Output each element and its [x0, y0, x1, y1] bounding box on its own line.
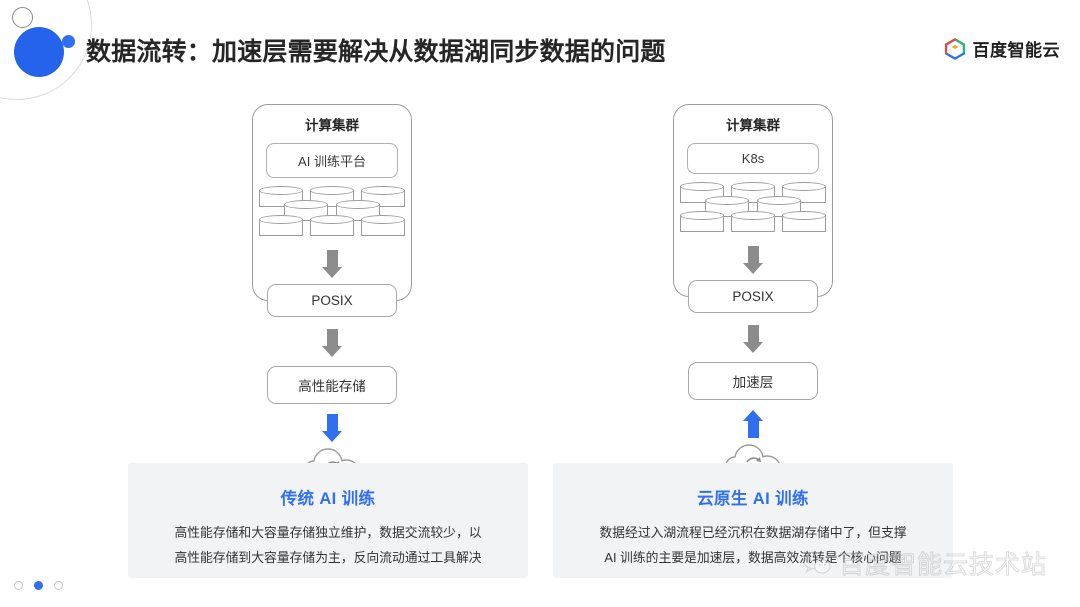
- sync-arrow-up: [738, 410, 768, 438]
- panel-title: 传统 AI 训练: [280, 490, 376, 508]
- pagination-dot-active[interactable]: [34, 581, 43, 590]
- panel-line: AI 训练的主要是加速层，数据高效流转是个核心问题: [604, 549, 902, 565]
- baidu-cloud-logo-icon: [944, 37, 965, 60]
- summary-panel-traditional: 传统 AI 训练 高性能存储和大容量存储独立维护，数据交流较少，以 高性能存储到…: [128, 463, 528, 578]
- summary-panel-cloud-native: 云原生 AI 训练 数据经过入湖流程已经沉积在数据湖存储中了，但支撑 AI 训练…: [553, 463, 953, 578]
- flow-arrow-down: [738, 325, 768, 353]
- node-cylinder: [361, 215, 405, 237]
- pagination-dot[interactable]: [14, 581, 23, 590]
- storage-stage-box: 高性能存储: [267, 366, 397, 404]
- decorative-blue-circle: [14, 27, 64, 77]
- decorative-ring-icon: [12, 7, 33, 28]
- node-cylinder-group: [259, 186, 405, 238]
- brand-logo: 百度智能云: [944, 36, 1061, 61]
- compute-cluster-box: 计算集群 AI 训练平台: [252, 104, 412, 301]
- flow-arrow-down: [317, 250, 347, 278]
- posix-box: POSIX: [267, 284, 397, 317]
- pagination-dot[interactable]: [54, 581, 63, 590]
- node-cylinder: [680, 211, 724, 233]
- node-cylinder: [731, 211, 775, 233]
- node-cylinder-group: [680, 182, 826, 234]
- storage-stage-box: 加速层: [688, 362, 818, 400]
- panel-body: 高性能存储和大容量存储独立维护，数据交流较少，以 高性能存储到大容量存储为主，反…: [174, 521, 481, 571]
- pagination-dots[interactable]: [14, 581, 63, 590]
- flow-arrow-down: [738, 246, 768, 274]
- platform-box: K8s: [687, 143, 819, 174]
- panel-line: 高性能存储和大容量存储独立维护，数据交流较少，以: [174, 525, 482, 540]
- diagram-column-cloud-native: 计算集群 K8s POSIX 加速层: [573, 104, 933, 507]
- platform-box: AI 训练平台: [266, 143, 398, 178]
- decorative-blue-dot: [62, 35, 75, 48]
- panel-body: 数据经过入湖流程已经沉积在数据湖存储中了，但支撑 AI 训练的主要是加速层，数据…: [599, 521, 906, 571]
- page-title: 数据流转：加速层需要解决从数据湖同步数据的问题: [86, 38, 666, 66]
- posix-box: POSIX: [688, 280, 818, 313]
- sync-arrow-down: [317, 414, 347, 442]
- node-cylinder: [259, 215, 303, 237]
- cluster-title: 计算集群: [726, 118, 780, 133]
- node-cylinder: [782, 211, 826, 233]
- panel-title: 云原生 AI 训练: [697, 490, 809, 508]
- compute-cluster-box: 计算集群 K8s: [673, 104, 833, 297]
- cluster-title: 计算集群: [305, 118, 359, 133]
- panel-line: 高性能存储到大容量存储为主，反向流动通过工具解决: [174, 549, 482, 565]
- diagram-column-traditional: 计算集群 AI 训练平台 POSIX 高性能存储: [152, 104, 512, 511]
- brand-text: 百度智能云: [972, 41, 1060, 60]
- flow-arrow-down: [317, 329, 347, 357]
- panel-line: 数据经过入湖流程已经沉积在数据湖存储中了，但支撑: [599, 525, 907, 540]
- node-cylinder: [310, 215, 354, 237]
